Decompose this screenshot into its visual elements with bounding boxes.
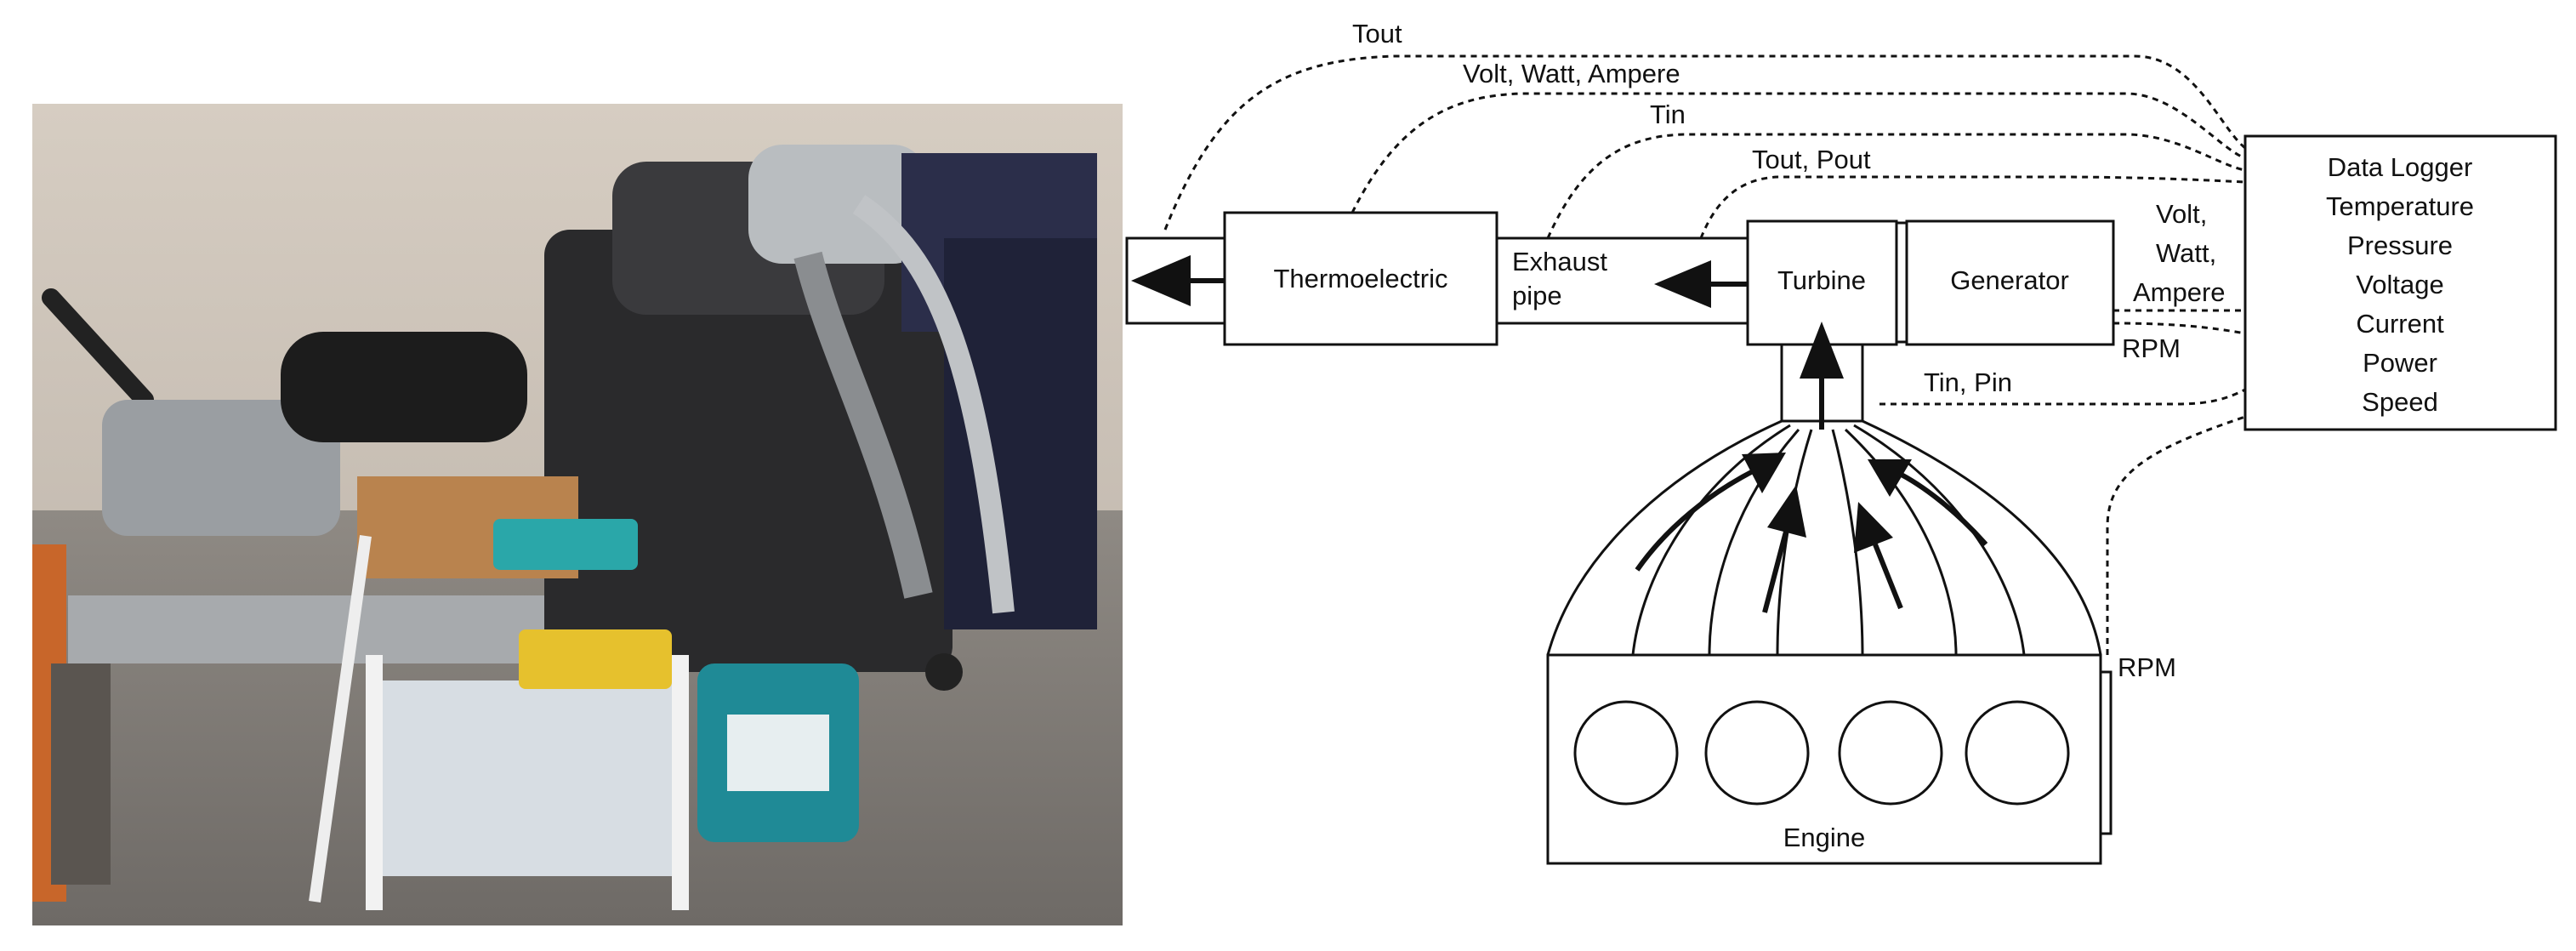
turbine-box — [1746, 219, 1898, 346]
data-logger-title: Data Logger — [2328, 152, 2473, 182]
data-logger-temperature: Temperature — [2326, 191, 2474, 221]
turbine-label: Turbine — [1777, 265, 1866, 295]
exhaust-label-line2: pipe — [1512, 281, 1562, 310]
exhaust-label-line1: Exhaust — [1512, 247, 1607, 276]
engine-label: Engine — [1783, 823, 1866, 852]
cylinder-3 — [1838, 700, 1943, 806]
flow-arrow-1 — [1742, 453, 1786, 493]
generator-ampere-label: Ampere — [2133, 277, 2226, 307]
cylinder-4 — [1965, 700, 2070, 806]
tout-pout-signal-line — [1699, 175, 2246, 239]
flow-arrow-4 — [1868, 459, 1912, 497]
data-logger-pressure: Pressure — [2347, 231, 2453, 260]
engine-rpm-label: RPM — [2118, 652, 2176, 682]
data-logger-voltage: Voltage — [2356, 270, 2443, 299]
generator-watt-label: Watt, — [2156, 238, 2216, 268]
inlet-arrow — [1800, 322, 1844, 379]
volt-watt-ampere-signal-line — [1351, 92, 2246, 214]
generator-rpm-label: RPM — [2122, 333, 2181, 363]
tin-pin-signal-line — [1879, 388, 2246, 406]
data-logger-current: Current — [2356, 309, 2444, 339]
data-logger-power: Power — [2363, 348, 2437, 378]
cylinder-1 — [1573, 700, 1679, 806]
data-logger-box — [2243, 134, 2557, 431]
engine-rpm-signal-line — [2106, 415, 2246, 655]
tin-signal-line — [1546, 133, 2246, 239]
generator-volt-label: Volt, — [2156, 199, 2207, 229]
tout-pout-label: Tout, Pout — [1752, 145, 1871, 174]
cylinder-2 — [1704, 700, 1810, 806]
generator-label: Generator — [1950, 265, 2069, 295]
engine-rpm-sensor — [2099, 670, 2113, 835]
volt-watt-ampere-top-label: Volt, Watt, Ampere — [1463, 59, 1680, 88]
thermoelectric-box — [1223, 211, 1498, 346]
generator-rpm-signal-line — [2113, 322, 2246, 335]
tin-pin-label: Tin, Pin — [1924, 367, 2012, 397]
tout-signal-line — [1163, 54, 2246, 231]
outlet-arrow — [1131, 255, 1191, 306]
thermoelectric-label: Thermoelectric — [1274, 264, 1448, 293]
turbine-generator-shaft — [1895, 221, 1908, 344]
generator-box — [1905, 219, 2115, 346]
tin-top-label: Tin — [1650, 100, 1686, 129]
tout-top-label: Tout — [1352, 19, 1402, 48]
data-logger-speed: Speed — [2362, 387, 2438, 417]
exhaust-arrow — [1654, 260, 1711, 308]
flow-arrow-3 — [1854, 502, 1893, 553]
flow-arrow-2 — [1767, 485, 1806, 538]
